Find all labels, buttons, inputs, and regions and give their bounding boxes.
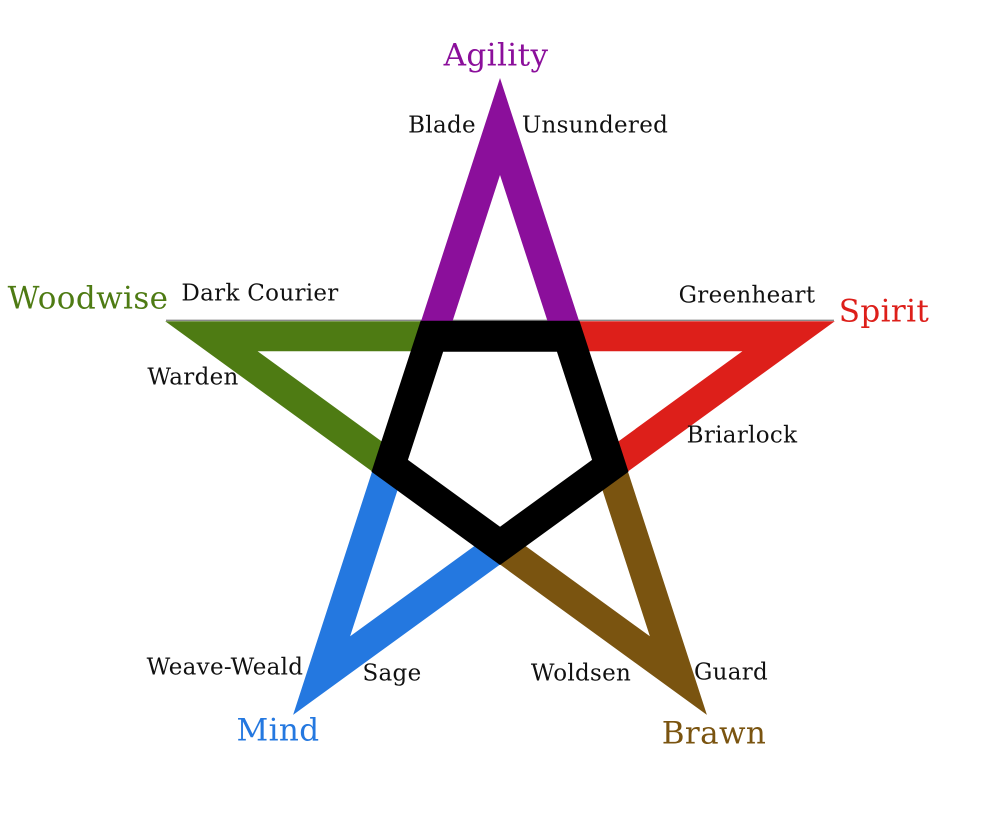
- dark-courier-label: Dark Courier: [181, 280, 339, 307]
- warden-label: Warden: [147, 364, 239, 391]
- agility-arm: [415, 78, 585, 349]
- briarlock-label: Briarlock: [686, 422, 798, 449]
- spirit-label: Spirit: [838, 293, 930, 330]
- brawn-label: Brawn: [661, 715, 767, 752]
- greenheart-label: Greenheart: [678, 282, 816, 309]
- spirit-arm: [560, 321, 835, 483]
- unsundered-label: Unsundered: [521, 112, 669, 139]
- woodwise-label: Woodwise: [7, 280, 169, 317]
- woldsen-label: Woldsen: [530, 660, 632, 687]
- agility-label: Agility: [443, 37, 549, 74]
- brawn-arm: [484, 453, 707, 715]
- weave-weald-label: Weave-Weald: [146, 654, 304, 681]
- mind-arm: [293, 453, 516, 715]
- guard-label: Guard: [693, 659, 769, 686]
- mind-label: Mind: [236, 712, 320, 749]
- woodwise-arm: [165, 321, 440, 483]
- blade-label: Blade: [408, 112, 476, 139]
- pentagon-outline: [371, 320, 629, 566]
- sage-label: Sage: [362, 660, 422, 687]
